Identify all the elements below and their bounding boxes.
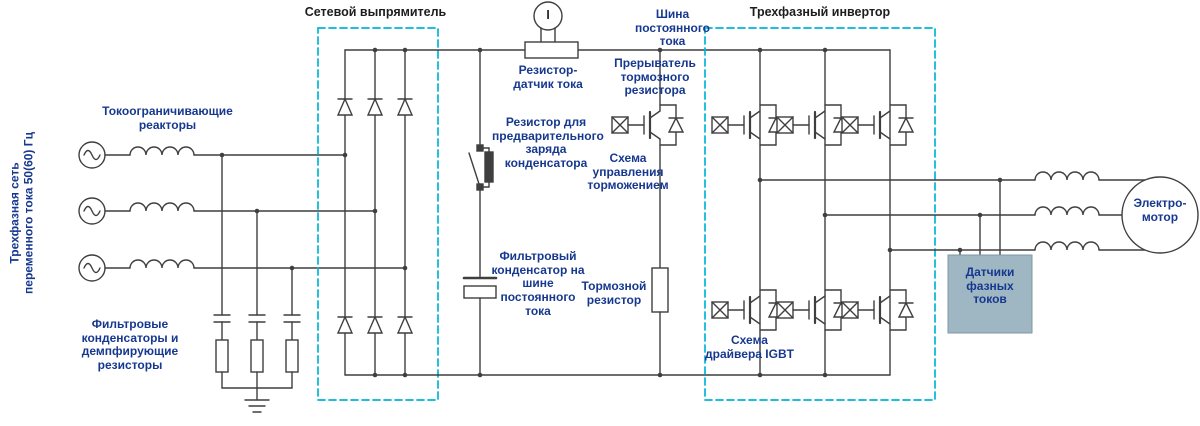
label-motor: Электро-мотор	[1133, 196, 1187, 224]
rectifier-box	[317, 27, 439, 401]
dc-link-capacitor	[462, 276, 498, 376]
label-brake-resistor: Тормозной резистор	[581, 279, 647, 307]
label-precharge-resistor: Резистор для предварительного заряда кон…	[492, 115, 604, 171]
label-ac-network: Трехфазная сеть переменного тока 50(60) …	[7, 132, 35, 294]
motor-circle	[1121, 176, 1199, 254]
label-filter-capacitors: Фильтровые конденсаторы и демпфирующие р…	[81, 317, 179, 373]
label-dc-bus: Шина постоянного тока	[635, 7, 710, 49]
label-current-sense-resistor: Резистор-датчик тока	[513, 63, 583, 91]
label-line-reactors: Токоограничивающие реакторы	[102, 104, 233, 132]
label-inverter-title: Трехфазный инвертор	[749, 5, 891, 19]
current-sense-resistor	[524, 1, 579, 59]
brake-resistor-symbol	[651, 267, 669, 313]
junction-dots	[219, 47, 1003, 378]
dc-bus-wires	[344, 49, 891, 376]
motor-phase-wires	[759, 171, 1146, 251]
inverter-bridge	[710, 49, 915, 376]
label-dc-filter-capacitor: Фильтровый конденсатор на шине постоянно…	[491, 249, 585, 318]
ammeter-symbol-label: I	[546, 7, 550, 22]
brake-chopper-circuit	[610, 49, 685, 376]
ammeter-circle	[533, 1, 563, 31]
label-rectifier-title: Сетевой выпрямитель	[304, 5, 447, 19]
label-brake-chopper: Прерыватель тормозного резистора	[614, 56, 696, 98]
label-phase-current-sensors: Датчики фазных токов	[965, 265, 1015, 307]
phase-current-sensors-box	[947, 254, 1033, 334]
label-brake-control: Схема управления торможением	[587, 151, 669, 193]
inverter-box	[704, 27, 936, 401]
filter-cap-network	[213, 154, 301, 413]
label-igbt-driver: Схема драйвера IGBT	[705, 333, 794, 361]
ac-source-symbols	[78, 141, 131, 282]
line-reactor-coils	[129, 146, 195, 269]
phase-current-sensor-taps	[959, 179, 1001, 256]
precharge-circuit	[468, 49, 494, 279]
